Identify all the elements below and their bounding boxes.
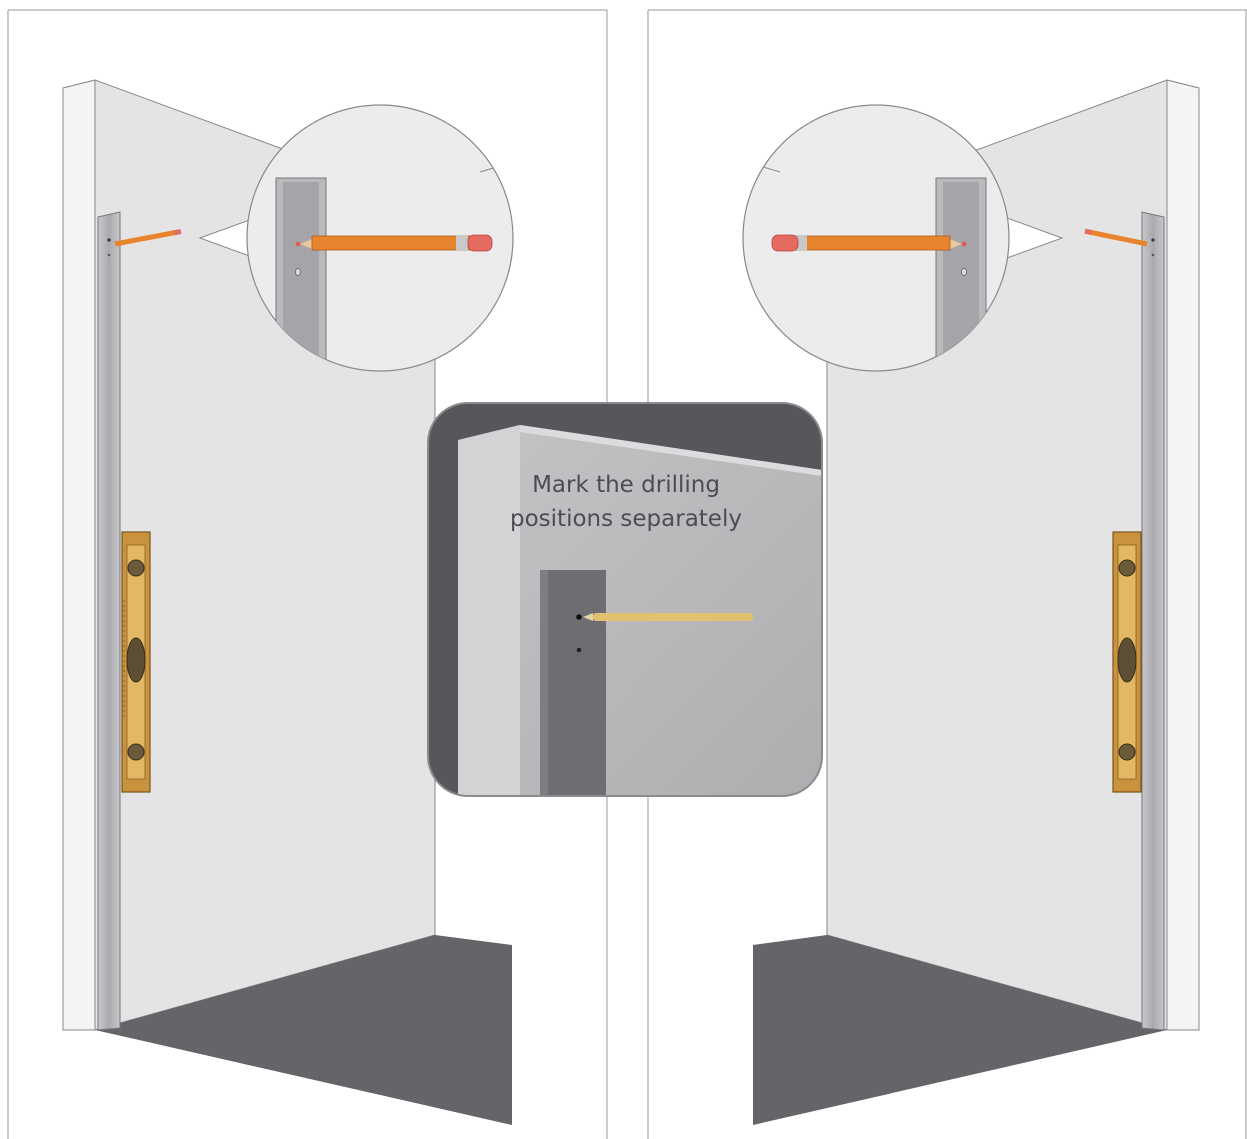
drill-mark-right — [1151, 238, 1154, 241]
pencil-icon — [772, 235, 962, 251]
instruction-caption: Mark the drilling positions separately — [430, 468, 822, 536]
wall-edge-left — [63, 80, 95, 1030]
drill-hole-right — [1152, 254, 1155, 257]
drill-hole-left — [108, 254, 111, 257]
pencil-icon — [300, 235, 492, 251]
wall-profile-rail-right — [1142, 212, 1164, 1030]
spirit-level-icon — [1113, 532, 1141, 792]
drill-mark-inset — [576, 614, 582, 620]
center-detail-inset — [428, 403, 822, 796]
pencil-icon — [583, 613, 753, 621]
caption-line-1: Mark the drilling — [430, 468, 822, 502]
caption-line-2: positions separately — [430, 502, 822, 536]
drill-mark-left — [107, 238, 110, 241]
wall-edge-right — [1167, 80, 1199, 1030]
spirit-level-icon — [122, 532, 150, 792]
wall-profile-rail-left — [98, 212, 120, 1030]
drill-hole-inset — [577, 648, 582, 653]
